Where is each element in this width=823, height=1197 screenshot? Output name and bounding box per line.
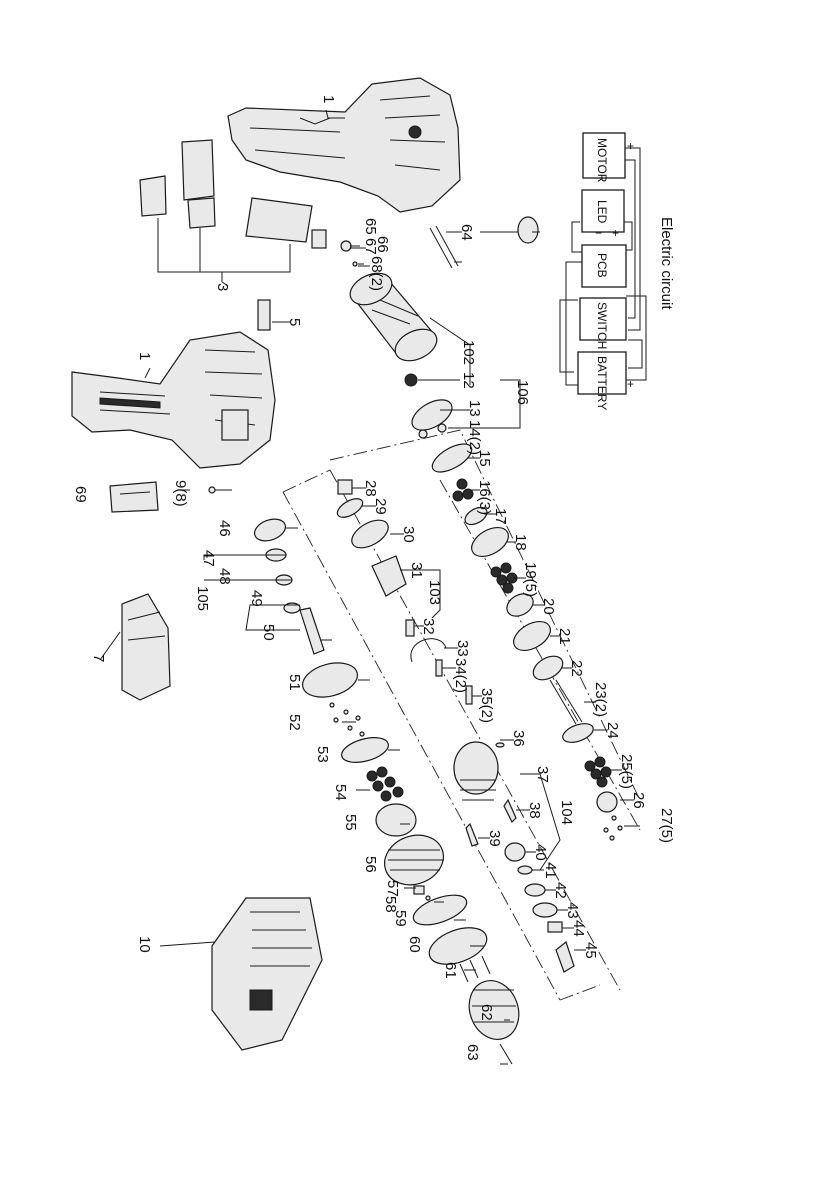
assembly-axis: [560, 985, 600, 1000]
circuit-minus-sign: −: [595, 226, 602, 240]
label-part-104: 104: [558, 800, 575, 825]
label-part-18: 18: [512, 534, 529, 551]
label-part-16: 16(3): [476, 480, 493, 515]
label-part-61: 61: [442, 962, 459, 979]
label-part-35: 35(2): [478, 688, 495, 723]
label-part-68: 68(2): [368, 256, 385, 291]
label-part-69: 69: [72, 486, 89, 503]
label-part-32: 32: [420, 618, 437, 635]
label-part-40: 40: [532, 844, 549, 861]
label-part-65: 65: [362, 218, 379, 235]
label-part-21: 21: [556, 628, 573, 645]
assembly-axis: [283, 470, 330, 492]
label-part-13: 13: [466, 400, 483, 417]
housing-right-half: [228, 78, 460, 212]
label-part-22: 22: [568, 660, 585, 677]
circuit-wire: [625, 160, 635, 318]
label-part-67: 67: [362, 238, 379, 255]
label-part-39: 39: [486, 830, 503, 847]
circuit-wire: [560, 300, 578, 372]
label-part-41: 41: [542, 862, 559, 879]
label-part-26: 26: [630, 792, 647, 809]
circuit-plus-sign: +: [627, 377, 634, 391]
label-part-50: 50: [260, 624, 277, 641]
circuit-motor-label: MOTOR: [595, 138, 609, 183]
label-part-63: 63: [464, 1044, 481, 1061]
label-part-60: 60: [406, 936, 423, 953]
label-part-59: 59: [392, 910, 409, 927]
part-labels: 1 1 3 5 7 9(8) 10 12 13 14(2) 15 16(3) 1…: [72, 95, 675, 1061]
label-part-31: 31: [408, 562, 425, 579]
label-part-33: 33: [454, 640, 471, 657]
label-part-102: 102: [460, 340, 477, 365]
label-part-46: 46: [216, 520, 233, 537]
label-part-52: 52: [286, 714, 303, 731]
label-part-42: 42: [552, 882, 569, 899]
electric-circuit: MOTOR LED PCB SWITCH BATTERY + − + + Ele…: [560, 133, 675, 410]
circuit-wire: [628, 340, 642, 368]
circuit-pcb-label: PCB: [595, 253, 609, 278]
circuit-plus-sign: +: [627, 139, 634, 153]
label-part-28: 28: [362, 480, 379, 497]
circuit-wire: [626, 296, 646, 380]
label-part-27: 27(5): [658, 808, 675, 843]
label-part-29: 29: [372, 498, 389, 515]
label-part-20: 20: [540, 598, 557, 615]
label-part-23: 23(2): [592, 682, 609, 717]
circuit-switch-label: SWITCH: [595, 302, 609, 349]
label-part-7: 7: [90, 654, 107, 662]
label-part-1: 1: [136, 352, 153, 360]
label-part-38: 38: [526, 802, 543, 819]
label-part-15: 15: [476, 450, 493, 467]
label-part-56: 56: [362, 856, 379, 873]
label-part-5: 5: [286, 318, 303, 326]
label-part-53: 53: [314, 746, 331, 763]
label-part-12: 12: [460, 372, 477, 389]
label-part-24: 24: [604, 722, 621, 739]
label-part-57: 57: [384, 880, 401, 897]
label-part-37: 37: [534, 766, 551, 783]
label-part-51: 51: [286, 674, 303, 691]
housing-left-half: [72, 332, 275, 468]
label-part-10: 10: [136, 936, 153, 953]
charger-unit: [212, 898, 322, 1050]
part-69-clip: [110, 482, 158, 512]
label-part-1: 1: [320, 95, 337, 103]
label-part-64: 64: [458, 224, 475, 241]
label-part-103: 103: [426, 580, 443, 605]
label-part-34: 34(2): [452, 658, 469, 693]
label-part-106: 106: [514, 380, 531, 405]
label-part-48: 48: [216, 568, 233, 585]
label-part-62: 62: [478, 1004, 495, 1021]
circuit-plus-sign: +: [612, 226, 619, 240]
label-part-47: 47: [200, 550, 217, 567]
label-part-105: 105: [194, 586, 211, 611]
circuit-led-label: LED: [595, 200, 609, 224]
label-part-25: 25(5): [618, 754, 635, 789]
label-part-19: 19(5): [522, 562, 539, 597]
label-part-17: 17: [492, 508, 509, 525]
label-part-9: 9(8): [172, 480, 189, 507]
part-5-switch-lever: [258, 300, 270, 330]
label-part-3: 3: [214, 283, 231, 291]
label-part-36: 36: [510, 730, 527, 747]
label-part-49: 49: [248, 590, 265, 607]
label-part-45: 45: [582, 942, 599, 959]
gearbox-stack: [407, 394, 622, 840]
circuit-title: Electric circuit: [658, 217, 675, 310]
circuit-battery-label: BATTERY: [595, 356, 609, 410]
label-part-43: 43: [564, 902, 581, 919]
label-part-54: 54: [332, 784, 349, 801]
circuit-wire: [572, 222, 582, 252]
motor-assembly: [345, 267, 470, 386]
battery-pack: [122, 594, 170, 700]
label-part-55: 55: [342, 814, 359, 831]
label-part-30: 30: [400, 526, 417, 543]
label-part-44: 44: [570, 920, 587, 937]
